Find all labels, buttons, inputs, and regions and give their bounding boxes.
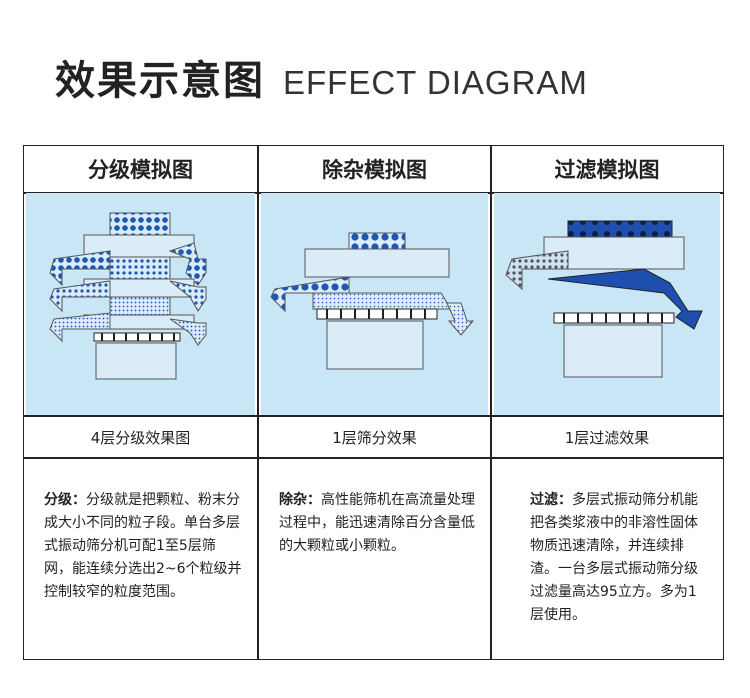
column-grading: 分级模拟图 [24,146,257,659]
divider [257,146,259,659]
impurity-diagram [261,193,488,415]
desc-label: 分级： [44,492,86,508]
column-title: 除杂模拟图 [322,158,427,182]
divider [24,415,723,417]
column-caption: 1层过滤效果 [564,428,650,447]
column-caption: 4层分级效果图 [90,428,191,447]
column-description: 分级：分级就是把颗粒、粉末分成大小不同的粒子段。单台多层式振动筛分机可配1至5层… [44,489,243,604]
page-header: 效果示意图 EFFECT DIAGRAM [55,48,588,106]
column-caption: 1层筛分效果 [332,428,417,447]
grading-diagram [26,193,255,415]
divider [24,192,723,194]
column-impurity: 除杂模拟图 [259,146,490,659]
column-title: 分级模拟图 [88,158,193,182]
column-filter: 过滤模拟图 [492,146,722,659]
page-title-cn: 效果示意图 [55,58,265,104]
desc-text: 多层式振动筛分机能把各类浆液中的非溶性固体物质迅速清除，并连续排渣。一台多层式振… [530,492,698,623]
column-description: 过滤：多层式振动筛分机能把各类浆液中的非溶性固体物质迅速清除，并连续排渣。一台多… [530,489,704,627]
column-description: 除杂：高性能筛机在高流量处理过程中，能迅速清除百分含量低的大颗粒或小颗粒。 [279,489,476,558]
desc-text: 分级就是把颗粒、粉末分成大小不同的粒子段。单台多层式振动筛分机可配1至5层筛网，… [44,492,242,600]
column-title: 过滤模拟图 [554,158,660,182]
desc-label: 除杂： [279,492,321,508]
desc-label: 过滤： [530,492,572,508]
filter-diagram [494,193,720,415]
desc-text: 高性能筛机在高流量处理过程中，能迅速清除百分含量低的大颗粒或小颗粒。 [279,492,475,554]
divider [490,146,492,659]
page-title-en: EFFECT DIAGRAM [283,64,588,101]
divider [24,457,723,459]
effect-table: 分级模拟图 [23,145,724,660]
